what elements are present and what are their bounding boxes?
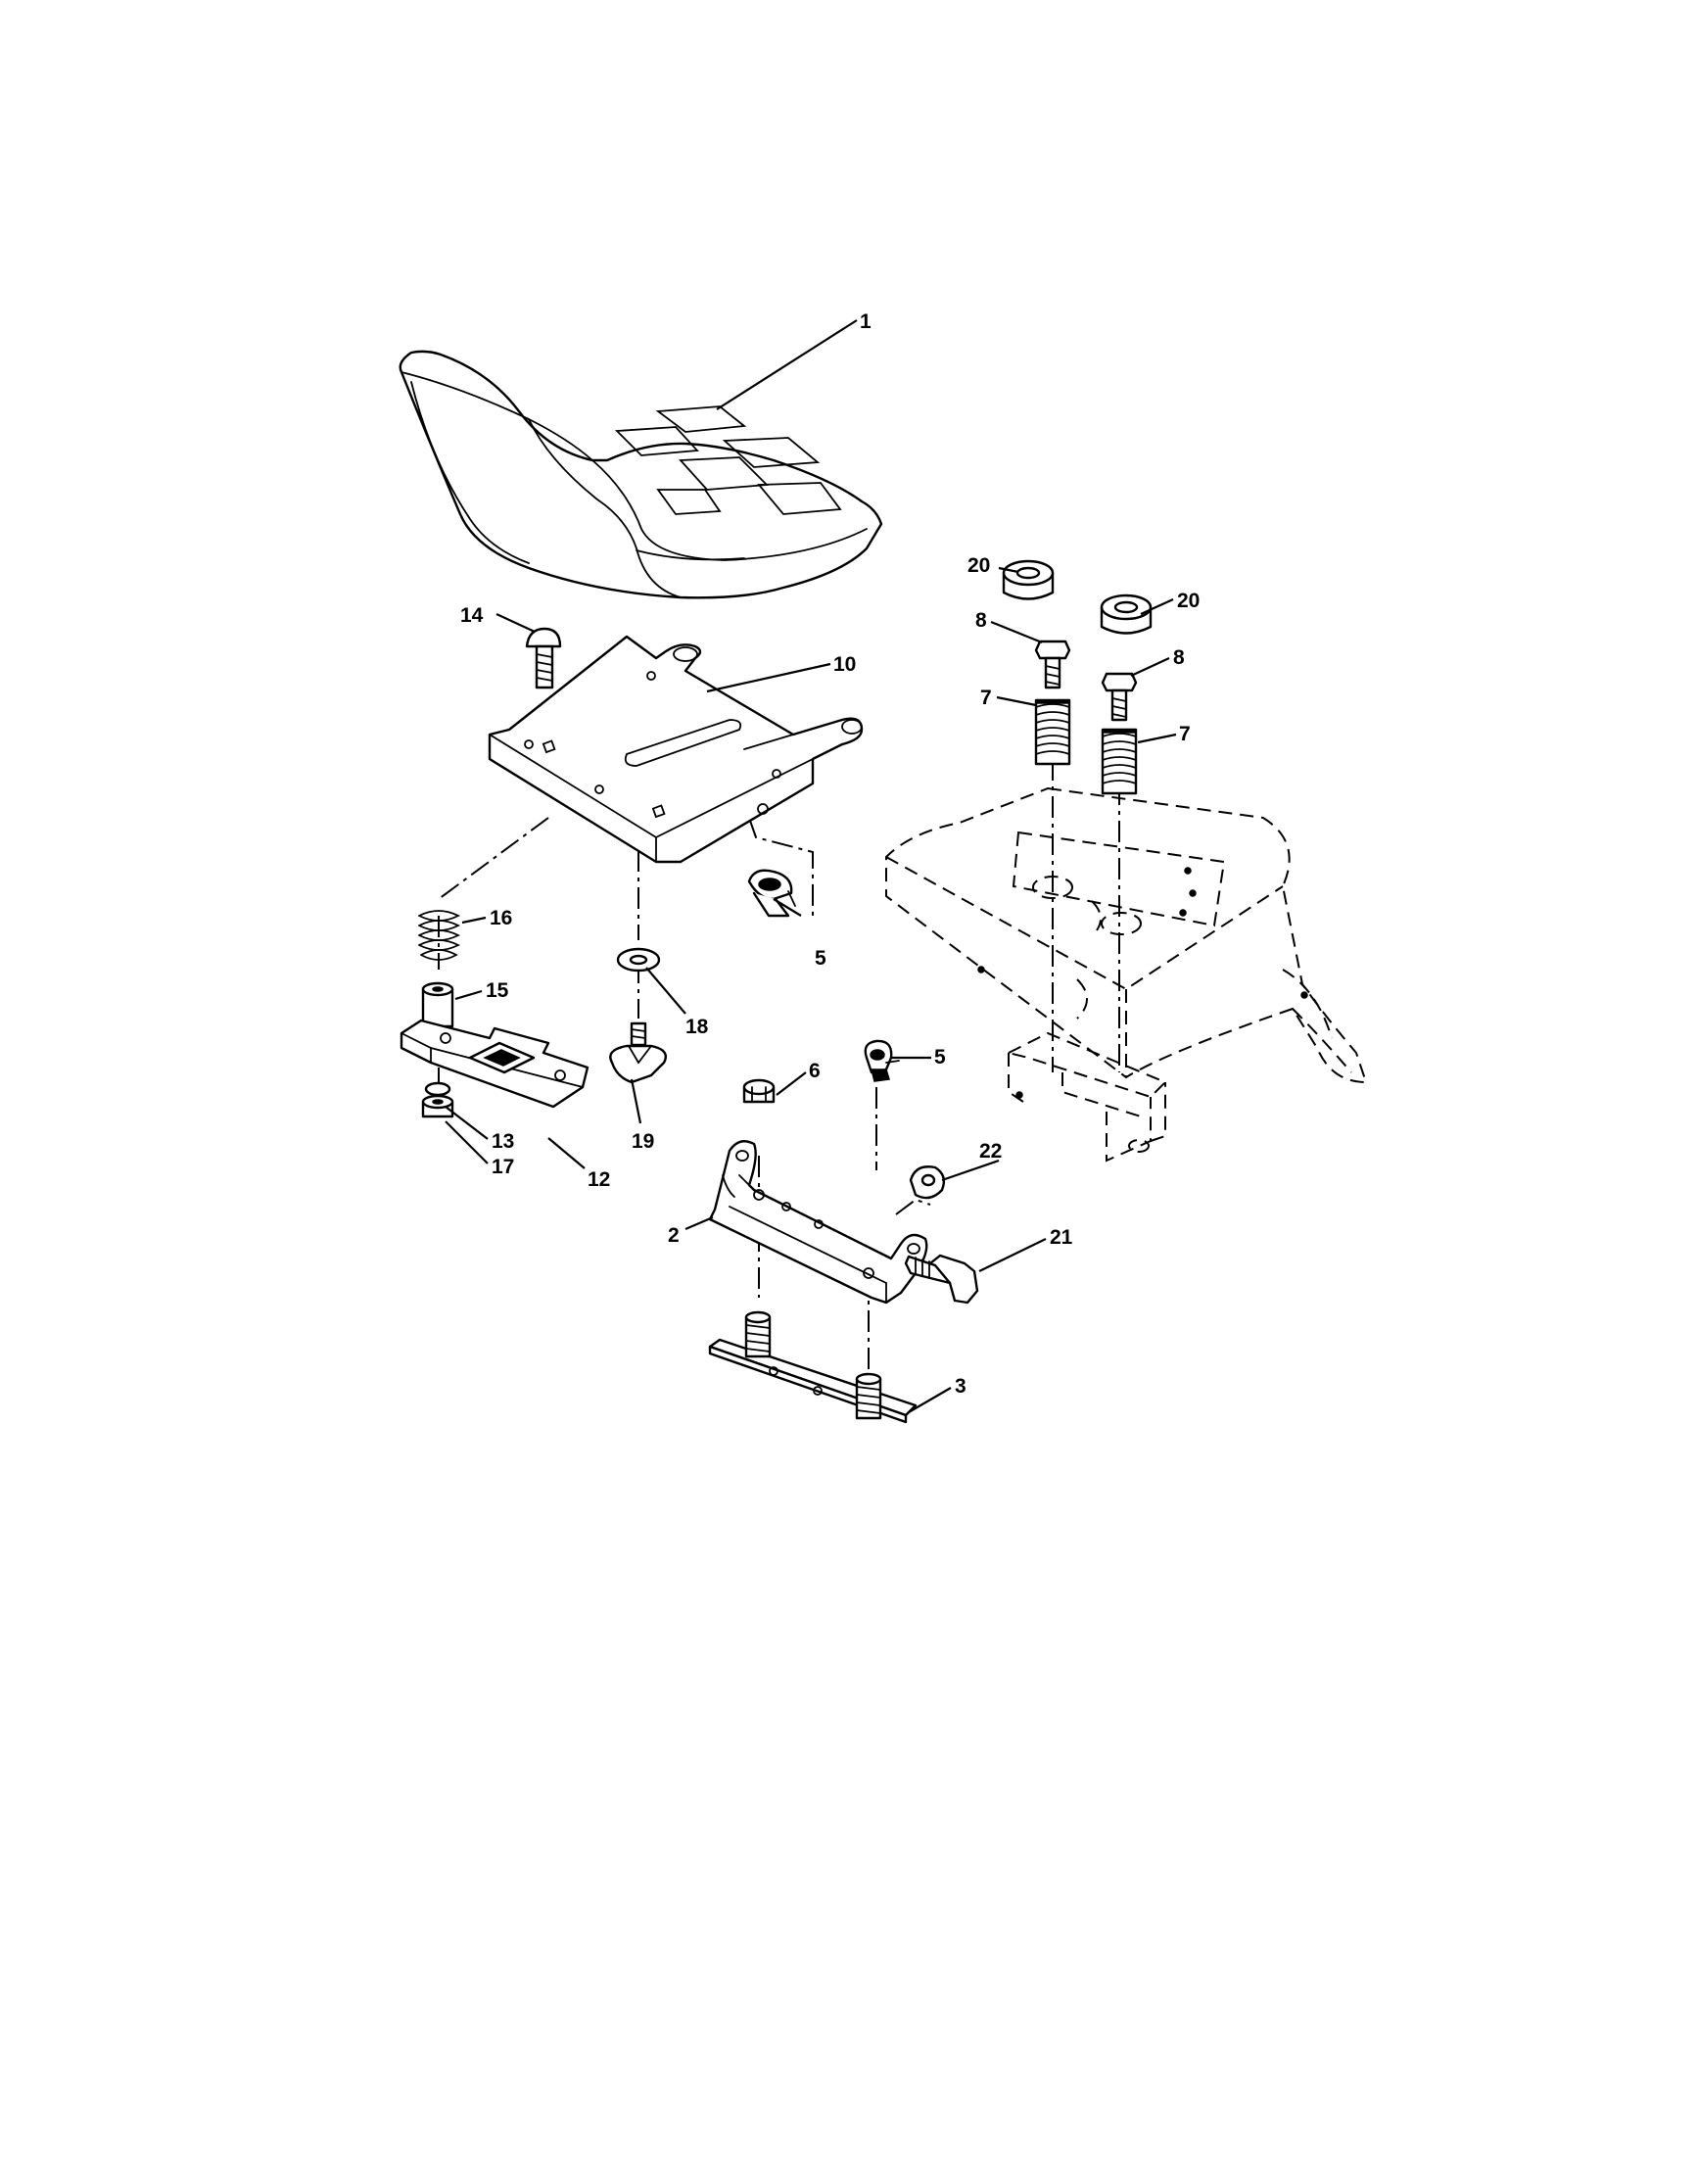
carriage-bolt xyxy=(525,627,562,689)
adjustment-knob xyxy=(609,1021,668,1084)
base-plate xyxy=(708,1310,918,1424)
spring-right-b xyxy=(1101,728,1138,795)
seat xyxy=(399,350,883,599)
callout-15: 15 xyxy=(486,979,509,1002)
callout-5-upper: 5 xyxy=(815,947,826,970)
seat-pan xyxy=(488,635,864,864)
clip-upper xyxy=(747,869,796,918)
spring-right-a xyxy=(1034,698,1071,766)
washer xyxy=(616,947,661,973)
leader-lines xyxy=(445,319,1177,1413)
alignment-lines xyxy=(438,759,1120,1376)
washer-nut xyxy=(421,1081,454,1118)
callout-6: 6 xyxy=(809,1060,821,1082)
spacer xyxy=(421,981,454,1028)
callout-3: 3 xyxy=(955,1375,966,1398)
shoulder-bolt-left xyxy=(1034,640,1071,689)
spring-left xyxy=(418,910,461,961)
callout-1: 1 xyxy=(860,310,872,333)
callout-16: 16 xyxy=(490,907,512,929)
callout-18: 18 xyxy=(685,1016,709,1038)
callout-17: 17 xyxy=(492,1156,514,1178)
callout-2: 2 xyxy=(668,1224,680,1247)
callout-13: 13 xyxy=(492,1130,514,1153)
callout-19: 19 xyxy=(632,1130,654,1153)
callout-22: 22 xyxy=(979,1140,1002,1163)
callout-14: 14 xyxy=(460,604,484,627)
bushing-right xyxy=(1100,593,1153,635)
callout-10: 10 xyxy=(833,653,856,676)
hex-nut xyxy=(742,1078,776,1104)
callout-7-left: 7 xyxy=(980,687,992,709)
lock-nut xyxy=(909,1165,946,1200)
shoulder-bolt-right xyxy=(1101,672,1138,722)
callout-20-left: 20 xyxy=(967,554,990,577)
bracket xyxy=(400,1019,589,1109)
bushing-left xyxy=(1002,559,1055,600)
callout-5-lower: 5 xyxy=(934,1046,946,1068)
callout-20-right: 20 xyxy=(1177,590,1200,612)
callout-21: 21 xyxy=(1050,1226,1073,1249)
clip-lower xyxy=(864,1039,900,1082)
pivot-bolt xyxy=(904,1254,979,1305)
callout-7-right: 7 xyxy=(1179,723,1191,745)
callout-8-right: 8 xyxy=(1173,646,1185,669)
callout-labels: 1 14 10 20 20 8 8 7 7 16 15 5 18 19 13 1… xyxy=(460,310,1200,1398)
callout-12: 12 xyxy=(588,1168,610,1191)
fender-frame xyxy=(885,786,1368,1163)
pivot-bracket xyxy=(708,1140,928,1305)
callout-8-left: 8 xyxy=(975,609,987,632)
